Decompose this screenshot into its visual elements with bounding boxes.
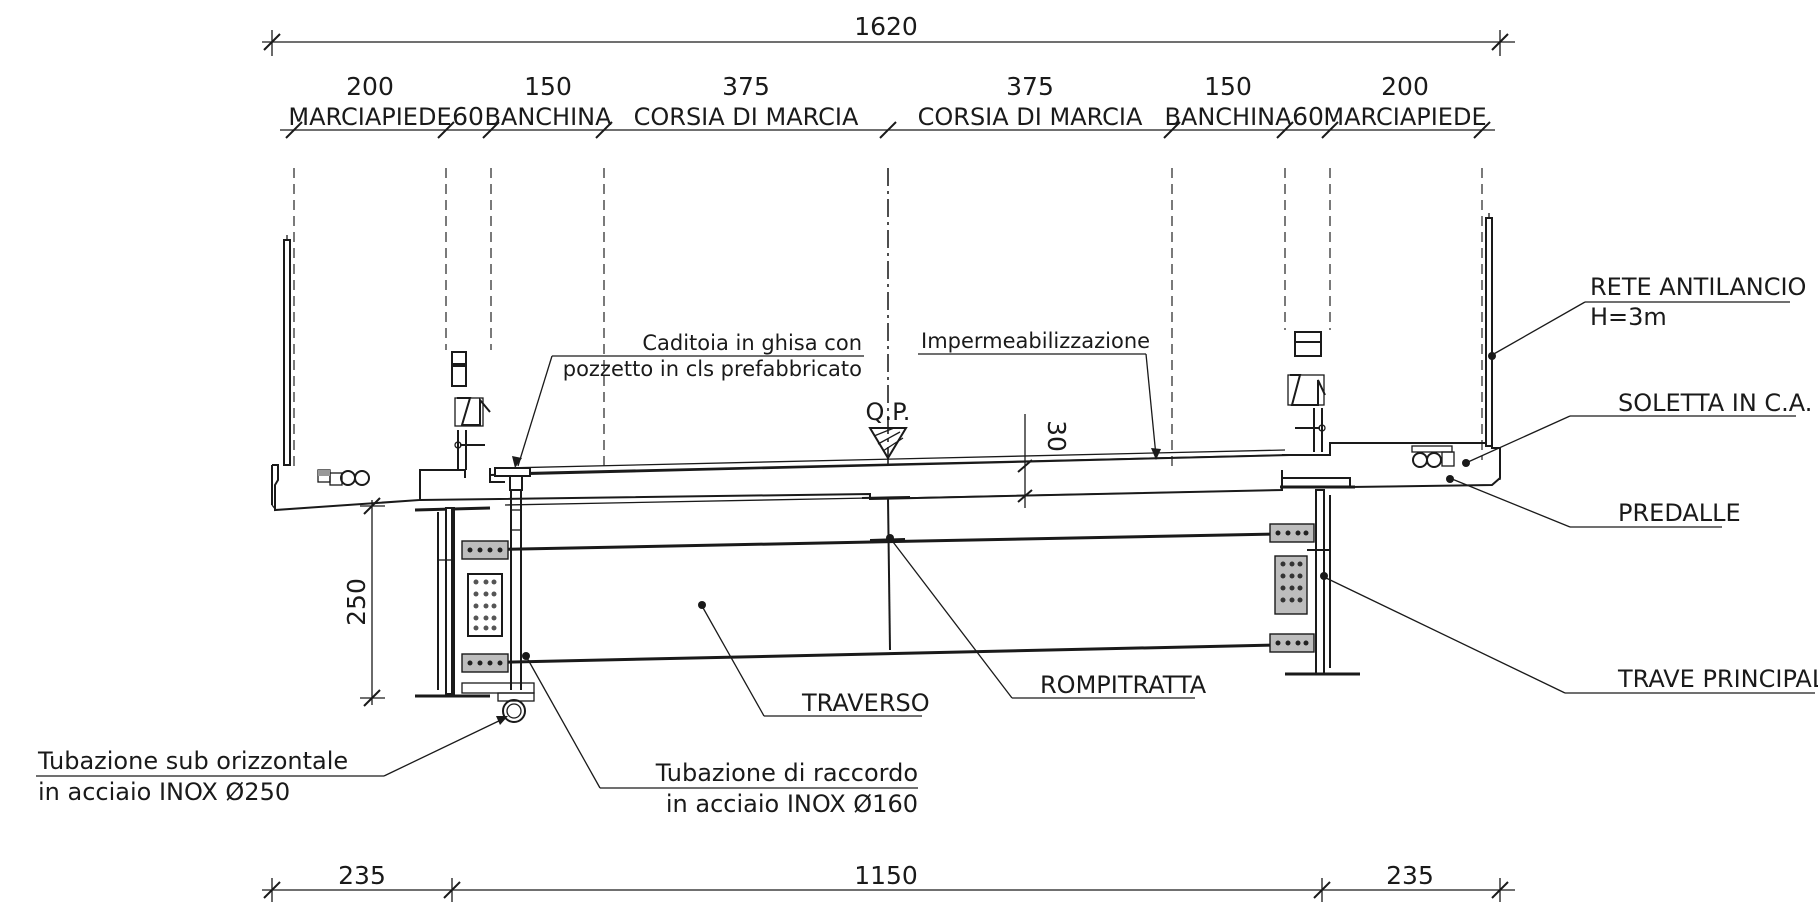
cross-beams xyxy=(461,497,1315,673)
dim-60-left: 60 xyxy=(452,102,484,131)
callout-soletta: SOLETTA IN C.A. xyxy=(1462,389,1812,467)
barrier-left xyxy=(451,351,491,470)
top-partial-dimensions: 200 60 150 375 375 150 60 200 MARCIAPIED… xyxy=(280,72,1495,139)
fence-post-right xyxy=(1485,213,1493,447)
drain-pipe-vertical xyxy=(510,490,522,690)
callout-rompitratta: ROMPITRATTA xyxy=(886,534,1207,699)
bottom-dim-center: 1150 xyxy=(854,861,918,890)
callout-rete-antilancio: RETE ANTILANCIO H=3m xyxy=(1488,273,1806,360)
tubazione-sub-line2: in acciaio INOX Ø250 xyxy=(38,778,290,806)
paving-thickness-value: 30 xyxy=(1042,420,1071,452)
fence-post-left xyxy=(283,235,291,466)
zone-corsia-left: CORSIA DI MARCIA xyxy=(634,103,859,131)
zone-marciapiede-right: MARCIAPIEDE xyxy=(1323,103,1486,131)
dim-marciapiede-right: 200 xyxy=(1381,72,1429,101)
main-girder-left xyxy=(415,507,503,698)
bottom-dim-left: 235 xyxy=(338,861,386,890)
tubazione-sub-line1: Tubazione sub orizzontale xyxy=(37,747,348,775)
traverso-label: TRAVERSO xyxy=(801,689,930,717)
zone-corsia-right: CORSIA DI MARCIA xyxy=(918,103,1143,131)
callout-trave-principale: TRAVE PRINCIPALE xyxy=(1320,572,1818,694)
bottom-dimensions: 235 1150 235 xyxy=(262,861,1515,902)
dim-60-right: 60 xyxy=(1292,102,1324,131)
beam-height-dimension: 250 xyxy=(342,497,385,707)
callout-traverso: TRAVERSO xyxy=(698,601,930,717)
sidewalk-conduits-left xyxy=(317,469,370,486)
zone-marciapiede-left: MARCIAPIEDE xyxy=(288,103,451,131)
callout-tubazione-sub: Tubazione sub orizzontale in acciaio INO… xyxy=(36,716,508,806)
sidewalk-conduits-right xyxy=(1411,445,1455,468)
tubazione-raccordo-line2: in acciaio INOX Ø160 xyxy=(666,790,918,818)
zone-banchina-left: BANCHINA xyxy=(484,103,612,131)
beam-height-value: 250 xyxy=(342,578,371,626)
barrier-right xyxy=(1287,331,1326,452)
qp-level-marker: Q.P. xyxy=(866,398,911,460)
qp-label: Q.P. xyxy=(866,398,911,426)
rete-label-line2: H=3m xyxy=(1590,303,1667,331)
callout-impermeabilizzazione: Impermeabilizzazione xyxy=(918,329,1161,460)
trave-label: TRAVE PRINCIPALE xyxy=(1617,665,1818,693)
zone-banchina-right: BANCHINA xyxy=(1164,103,1292,131)
callout-caditoia: Caditoia in ghisa con pozzetto in cls pr… xyxy=(512,331,864,468)
dim-corsia-right: 375 xyxy=(1006,72,1054,101)
dim-banchina-right: 150 xyxy=(1204,72,1252,101)
zone-guide-lines xyxy=(293,168,1483,470)
paving-thickness-dimension: 30 xyxy=(1017,414,1071,508)
predalle-label: PREDALLE xyxy=(1618,499,1741,527)
impermeabilizzazione-label: Impermeabilizzazione xyxy=(921,329,1150,353)
callout-tubazione-raccordo: Tubazione di raccordo in acciaio INOX Ø1… xyxy=(522,652,918,818)
bottom-dim-right: 235 xyxy=(1386,861,1434,890)
overall-dimension: 1620 xyxy=(262,12,1515,56)
callout-predalle: PREDALLE xyxy=(1446,475,1741,528)
rompitratta-label: ROMPITRATTA xyxy=(1040,671,1207,699)
dim-corsia-left: 375 xyxy=(722,72,770,101)
caditoia-label-line2: pozzetto in cls prefabbricato xyxy=(563,357,862,381)
rete-label-line1: RETE ANTILANCIO xyxy=(1590,273,1806,301)
drain-pipe-horizontal xyxy=(461,682,535,723)
dim-banchina-left: 150 xyxy=(524,72,572,101)
tubazione-raccordo-line1: Tubazione di raccordo xyxy=(655,759,918,787)
soletta-label: SOLETTA IN C.A. xyxy=(1618,389,1812,417)
dim-marciapiede-left: 200 xyxy=(346,72,394,101)
caditoia-drain xyxy=(494,467,531,491)
overall-dimension-value: 1620 xyxy=(854,12,918,41)
main-girder-right xyxy=(1274,489,1360,676)
caditoia-label-line1: Caditoia in ghisa con xyxy=(642,331,862,355)
